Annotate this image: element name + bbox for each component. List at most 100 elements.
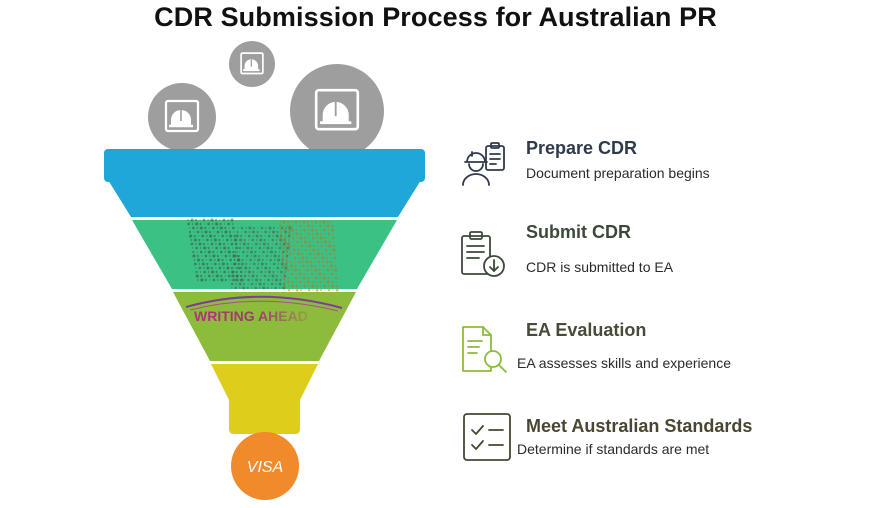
watermark-dot	[260, 234, 263, 238]
watermark-dot	[237, 254, 241, 258]
watermark-dot	[301, 249, 303, 251]
watermark-dot	[280, 226, 284, 230]
watermark-dot	[284, 230, 287, 234]
watermark-dot	[328, 244, 332, 248]
watermark-dot	[257, 254, 261, 258]
watermark-dot	[282, 286, 286, 290]
watermark-dot	[207, 250, 211, 254]
watermark-dot	[215, 274, 219, 278]
watermark-dot	[262, 242, 266, 246]
watermark-dot	[327, 288, 331, 292]
watermark-dot	[276, 271, 278, 273]
watermark-dot	[237, 279, 239, 281]
watermark-dot	[325, 253, 327, 255]
watermark-dot	[219, 247, 222, 249]
watermark-dot	[285, 254, 289, 258]
watermark-dot	[219, 219, 221, 221]
watermark-dot	[318, 272, 322, 276]
watermark-dot	[320, 285, 322, 287]
watermark-dot	[223, 267, 225, 269]
watermark-dot	[196, 227, 199, 229]
watermark-dot	[236, 230, 239, 234]
watermark-dot	[243, 282, 246, 286]
watermark-dot	[267, 270, 271, 274]
watermark-dot	[277, 254, 281, 258]
watermark-dot	[333, 256, 337, 260]
watermark-dot	[320, 244, 324, 248]
step-title: EA Evaluation	[526, 320, 647, 340]
watermark-dot	[264, 271, 267, 273]
watermark-dot	[271, 243, 273, 245]
watermark-dot	[200, 278, 204, 282]
watermark-dot	[288, 237, 290, 239]
watermark-dot	[199, 226, 203, 230]
watermark-dot	[230, 282, 234, 286]
watermark-dot	[193, 262, 197, 266]
watermark-dot	[242, 255, 244, 257]
watermark-dot	[251, 238, 255, 242]
watermark-dot	[233, 267, 235, 269]
watermark-dot	[238, 287, 241, 289]
watermark-dot	[287, 234, 291, 238]
watermark-dot	[290, 269, 293, 271]
watermark-dot	[262, 255, 264, 257]
watermark-dot	[295, 225, 297, 227]
watermark-dot	[232, 250, 235, 254]
watermark-dot	[299, 277, 302, 279]
watermark-dot	[254, 242, 258, 246]
watermark-dot	[312, 233, 314, 235]
watermark-dot	[235, 239, 238, 241]
watermark-dot	[291, 224, 294, 228]
watermark-dot	[314, 220, 318, 224]
watermark-dot	[263, 274, 267, 278]
watermark-dot	[309, 249, 311, 251]
watermark-dot	[254, 286, 258, 290]
watermark-dot	[255, 234, 259, 238]
watermark-dot	[334, 276, 338, 280]
watermark-dot	[306, 280, 311, 284]
watermark-dot	[319, 280, 322, 284]
watermark-dot	[282, 250, 285, 254]
watermark-dot	[227, 271, 230, 273]
watermark-dot	[282, 276, 286, 280]
watermark-dot	[287, 232, 291, 236]
watermark-dot	[251, 287, 253, 289]
watermark-dot	[279, 238, 283, 242]
watermark-dot	[285, 227, 287, 229]
watermark-dot	[302, 276, 306, 280]
watermark-dot	[202, 239, 204, 241]
watermark-dot	[288, 240, 291, 244]
watermark-dot	[280, 270, 283, 274]
watermark-dot	[285, 253, 287, 255]
watermark-dot	[234, 278, 239, 282]
watermark-dot	[208, 227, 210, 229]
watermark-dot	[221, 234, 224, 238]
watermark-dot	[278, 287, 281, 289]
watermark-dot	[268, 226, 272, 230]
watermark-dot	[300, 288, 303, 292]
watermark-dot	[277, 258, 281, 262]
watermark-dot	[266, 286, 269, 290]
watermark-dot	[240, 231, 243, 233]
watermark-dot	[268, 239, 270, 241]
watermark-dot	[242, 250, 245, 254]
watermark-dot	[244, 235, 246, 237]
watermark-dot	[248, 226, 252, 230]
watermark-dot	[315, 225, 317, 227]
watermark-dot	[231, 279, 234, 281]
watermark-dot	[278, 224, 282, 228]
watermark-dot	[251, 243, 253, 245]
watermark-dot	[195, 222, 199, 226]
watermark-dot	[331, 224, 334, 228]
watermark-dot	[330, 269, 333, 271]
watermark-dot	[200, 274, 203, 278]
watermark-dot	[296, 240, 299, 244]
watermark-dot	[258, 287, 261, 289]
watermark-dot	[277, 227, 279, 229]
watermark-dot	[232, 262, 236, 266]
watermark-dot	[322, 276, 326, 280]
watermark-dot	[262, 286, 266, 290]
watermark-dot	[331, 236, 335, 240]
watermark-dot	[315, 284, 318, 288]
watermark-dot	[219, 250, 223, 254]
